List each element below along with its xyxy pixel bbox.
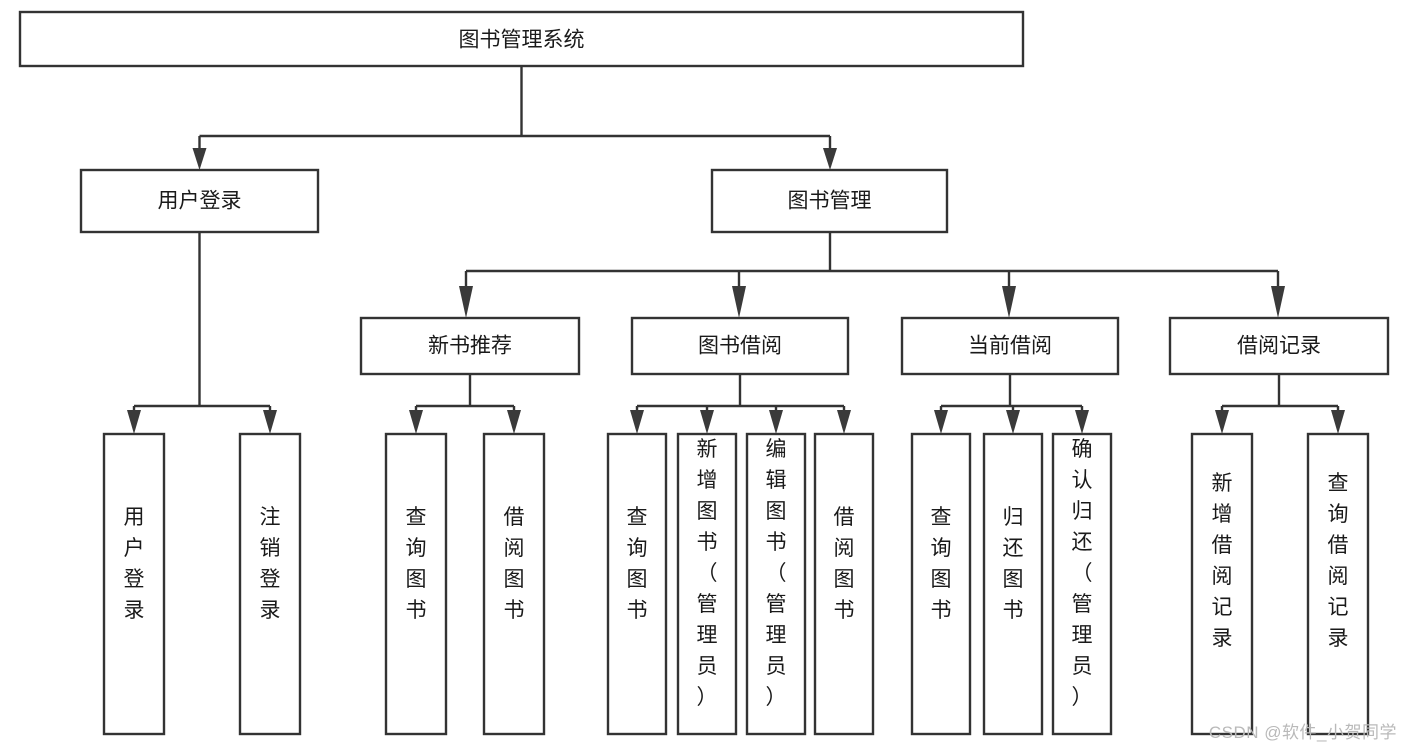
- arrow-head-nbr-to-borrow-book: [507, 410, 521, 434]
- connector-group-book-borrow: [630, 374, 851, 434]
- node-leaf-borrow-book-2[interactable]: 借阅图书: [813, 432, 875, 736]
- node-borrow-record-box[interactable]: [1168, 316, 1390, 376]
- node-new-book-recommend-label: 新书推荐: [428, 335, 512, 358]
- node-book-management[interactable]: 图书管理: [710, 168, 949, 234]
- node-root[interactable]: 图书管理系统: [18, 10, 1025, 68]
- node-leaf-query-book-2-box[interactable]: [606, 432, 668, 736]
- arrow-head-br-to-query-record: [1331, 410, 1345, 434]
- node-leaf-return-book-label: 归还图书: [1003, 506, 1024, 622]
- arrow-head-ul-to-logout-leaf: [263, 410, 277, 434]
- node-leaf-add-borrow-record-box[interactable]: [1190, 432, 1254, 736]
- connector-group-root: [192, 66, 837, 170]
- connector-group-current-borrow: [934, 374, 1089, 434]
- node-leaf-borrow-book-2-label: 借阅图书: [834, 506, 855, 622]
- node-leaf-logout-login[interactable]: 注销登录: [238, 432, 302, 736]
- node-borrow-record-label: 借阅记录: [1237, 335, 1321, 358]
- node-leaf-borrow-book-1[interactable]: 借阅图书: [482, 432, 546, 736]
- node-leaf-query-book-1-box[interactable]: [384, 432, 448, 736]
- node-book-management-label: 图书管理: [788, 190, 872, 213]
- connector-group-book-management: [459, 232, 1285, 318]
- node-new-book-recommend-box[interactable]: [359, 316, 581, 376]
- node-leaf-add-book-admin[interactable]: 新增图书（管理员）: [676, 432, 738, 736]
- node-new-book-recommend[interactable]: 新书推荐: [359, 316, 581, 376]
- arrow-head-bb-to-borrow-book: [837, 410, 851, 434]
- node-leaf-borrow-book-2-box[interactable]: [813, 432, 875, 736]
- node-root-box[interactable]: [18, 10, 1025, 68]
- node-root-label: 图书管理系统: [459, 29, 585, 52]
- node-leaf-add-book-admin-label: 新增图书（管理员）: [697, 438, 718, 709]
- arrow-head-bb-to-query-book: [630, 410, 644, 434]
- node-leaf-query-borrow-record-box[interactable]: [1306, 432, 1370, 736]
- arrow-head-cb-to-confirm-return: [1075, 410, 1089, 434]
- node-current-borrow-label: 当前借阅: [968, 335, 1052, 358]
- node-book-borrow-box[interactable]: [630, 316, 850, 376]
- arrow-head-bm-to-current-borrow: [1002, 286, 1016, 318]
- node-leaf-query-book-2-label: 查询图书: [627, 506, 648, 622]
- arrow-head-bb-to-add-book: [700, 410, 714, 434]
- node-leaf-user-login[interactable]: 用户登录: [102, 432, 166, 736]
- node-leaf-logout-login-label: 注销登录: [260, 506, 281, 622]
- node-leaf-query-book-3-box[interactable]: [910, 432, 972, 736]
- arrow-head-bm-to-borrow-record: [1271, 286, 1285, 318]
- node-leaf-query-borrow-record[interactable]: 查询借阅记录: [1306, 432, 1370, 736]
- node-leaf-return-book-box[interactable]: [982, 432, 1044, 736]
- node-user-login-label: 用户登录: [158, 190, 242, 213]
- node-book-management-box[interactable]: [710, 168, 949, 234]
- node-leaf-query-book-1-label: 查询图书: [406, 506, 427, 622]
- node-leaf-logout-login-box[interactable]: [238, 432, 302, 736]
- node-leaf-edit-book-admin-label: 编辑图书（管理员）: [766, 438, 787, 709]
- connector-group-borrow-record: [1215, 374, 1345, 434]
- node-leaf-add-book-admin-box[interactable]: [676, 432, 738, 736]
- node-leaf-query-book-2[interactable]: 查询图书: [606, 432, 668, 736]
- node-book-borrow-label: 图书借阅: [698, 335, 782, 358]
- arrow-head-bm-to-new-book-recommend: [459, 286, 473, 318]
- node-leaf-edit-book-admin[interactable]: 编辑图书（管理员）: [745, 432, 807, 736]
- arrow-head-cb-to-query-book: [934, 410, 948, 434]
- arrow-head-bb-to-edit-book: [769, 410, 783, 434]
- node-leaf-borrow-book-1-label: 借阅图书: [504, 506, 525, 622]
- arrow-head-bm-to-book-borrow: [732, 286, 746, 318]
- node-leaf-add-borrow-record-label: 新增借阅记录: [1212, 472, 1233, 650]
- node-borrow-record[interactable]: 借阅记录: [1168, 316, 1390, 376]
- node-user-login-box[interactable]: [79, 168, 320, 234]
- node-leaf-edit-book-admin-box[interactable]: [745, 432, 807, 736]
- node-book-borrow[interactable]: 图书借阅: [630, 316, 850, 376]
- node-leaf-confirm-return-admin-label: 确认归还（管理员）: [1072, 438, 1093, 709]
- connector-group-user-login: [127, 232, 277, 434]
- node-leaf-user-login-box[interactable]: [102, 432, 166, 736]
- arrow-head-nbr-to-query-book: [409, 410, 423, 434]
- node-leaf-user-login-label: 用户登录: [124, 506, 145, 622]
- node-leaf-query-book-3[interactable]: 查询图书: [910, 432, 972, 736]
- node-leaf-confirm-return-admin[interactable]: 确认归还（管理员）: [1051, 432, 1113, 736]
- arrow-head-root-to-user-login: [192, 148, 207, 170]
- node-leaf-query-borrow-record-label: 查询借阅记录: [1328, 472, 1349, 650]
- arrow-head-cb-to-return-book: [1006, 410, 1020, 434]
- node-leaf-confirm-return-admin-box[interactable]: [1051, 432, 1113, 736]
- node-leaf-borrow-book-1-box[interactable]: [482, 432, 546, 736]
- csdn-watermark: CSDN @软件_小贺同学: [1208, 723, 1397, 742]
- node-current-borrow[interactable]: 当前借阅: [900, 316, 1120, 376]
- connector-group-new-book-recommend: [409, 374, 521, 434]
- node-current-borrow-box[interactable]: [900, 316, 1120, 376]
- node-leaf-add-borrow-record[interactable]: 新增借阅记录: [1190, 432, 1254, 736]
- node-user-login[interactable]: 用户登录: [79, 168, 320, 234]
- arrow-head-br-to-add-record: [1215, 410, 1229, 434]
- node-leaf-query-book-1[interactable]: 查询图书: [384, 432, 448, 736]
- arrow-head-ul-to-user-login-leaf: [127, 410, 141, 434]
- node-leaf-query-book-3-label: 查询图书: [931, 506, 952, 622]
- arrow-head-root-to-book-management: [823, 148, 837, 170]
- node-leaf-return-book[interactable]: 归还图书: [982, 432, 1044, 736]
